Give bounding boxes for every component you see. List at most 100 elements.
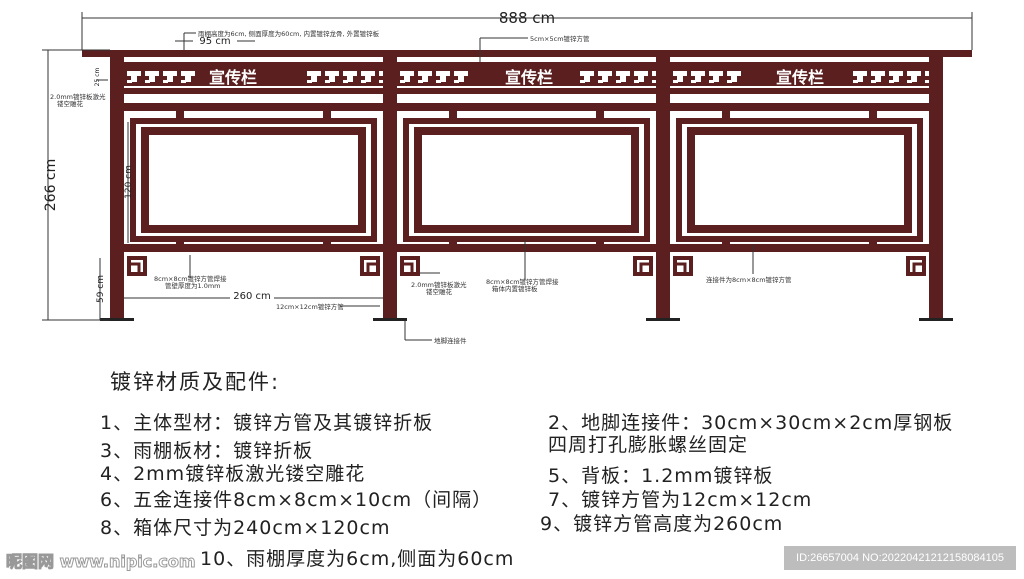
- lattice-opening: [727, 71, 741, 76]
- note-laser-left-2: 镂空雕花: [57, 99, 84, 108]
- bottom-rail: [670, 244, 929, 252]
- lattice-opening: [400, 80, 405, 83]
- lattice-opening: [925, 80, 930, 83]
- lattice-opening: [889, 80, 894, 83]
- top-rail: [670, 62, 929, 68]
- lattice-opening: [145, 71, 159, 76]
- post: [110, 57, 124, 320]
- lattice-opening: [436, 71, 450, 76]
- rail: [124, 88, 383, 94]
- lattice-opening: [580, 71, 594, 76]
- inner-panel: [141, 127, 366, 233]
- outer-frame: [130, 118, 377, 242]
- lattice-opening: [911, 76, 917, 82]
- connector: [176, 239, 184, 248]
- spec-item: 7、镀锌方管为12cm×12cm: [548, 489, 813, 511]
- lattice-opening: [871, 80, 876, 83]
- corner-ornament: [360, 256, 380, 276]
- lattice-opening: [185, 76, 191, 82]
- spec-item: 1、主体型材：镀锌方管及其镀锌折板: [100, 412, 434, 434]
- post: [383, 57, 397, 320]
- note-tube5: 5cm×5cm镀锌方管: [530, 34, 590, 43]
- connector: [722, 111, 730, 121]
- note-laser-left-1: 2.0mm镀锌板激光: [50, 92, 106, 101]
- lattice-opening: [634, 80, 639, 83]
- corner-ornament: [906, 256, 926, 276]
- lattice-opening: [127, 80, 132, 83]
- lattice-opening: [361, 80, 366, 83]
- spec-item: 9、镀锌方管高度为260cm: [540, 513, 784, 535]
- rail: [397, 103, 656, 111]
- note-tube8-2: 管壁厚度为1.0mm: [165, 281, 221, 290]
- post: [929, 57, 943, 320]
- lattice-opening: [871, 71, 885, 76]
- outer-frame: [676, 118, 923, 242]
- spec-item: 2、地脚连接件：30cm×30cm×2cm厚钢板: [548, 412, 954, 434]
- rail: [124, 103, 383, 111]
- lattice-opening: [695, 76, 701, 82]
- lattice-opening: [652, 80, 657, 83]
- connector: [722, 239, 730, 248]
- connector: [596, 239, 604, 248]
- lattice-opening: [379, 80, 384, 83]
- lattice-opening: [163, 71, 177, 76]
- lattice-opening: [365, 76, 371, 82]
- lattice-opening: [857, 76, 863, 82]
- lattice-opening: [875, 76, 881, 82]
- connector: [869, 239, 877, 248]
- lattice-opening: [673, 71, 687, 76]
- foot-plate: [646, 318, 680, 321]
- lattice-opening: [422, 76, 428, 82]
- lattice-opening: [325, 80, 330, 83]
- bottom-rail: [397, 244, 656, 252]
- lattice-opening: [907, 71, 921, 76]
- lattice-opening: [325, 71, 339, 76]
- lattice-opening: [853, 71, 867, 76]
- lattice-opening: [709, 80, 714, 83]
- dim-59-label: 59 cm: [96, 275, 106, 303]
- lattice-opening: [620, 76, 626, 82]
- note-laser-mid-2: 镂空雕花: [426, 287, 453, 296]
- lattice-opening: [893, 76, 899, 82]
- spec-item: 10、雨棚厚度为6cm,侧面为60cm: [200, 548, 515, 570]
- corner-ornament: [127, 256, 147, 276]
- lattice-opening: [181, 71, 195, 76]
- lattice-opening: [145, 80, 150, 83]
- corner-ornament: [400, 256, 420, 276]
- corner-ornament: [673, 262, 687, 276]
- dim-120-label: 120 cm: [124, 165, 134, 199]
- lattice-opening: [454, 71, 468, 76]
- lattice-opening: [181, 80, 186, 83]
- top-rail: [124, 62, 383, 68]
- watermark-id: ID:26657004 NO:20220421212158084105: [784, 546, 1016, 570]
- lattice-opening: [889, 71, 903, 76]
- connector: [323, 111, 331, 121]
- lattice-opening: [347, 76, 353, 82]
- lattice-opening: [598, 71, 612, 76]
- lattice-opening: [638, 76, 644, 82]
- note-tube12: 12cm×12cm镀锌方管: [276, 302, 344, 311]
- corner-ornament: [673, 256, 693, 276]
- lattice-opening: [598, 80, 603, 83]
- corner-ornament: [400, 262, 414, 276]
- lattice-opening: [167, 76, 173, 82]
- inner-panel: [414, 127, 639, 233]
- foot-plate: [373, 318, 407, 321]
- lattice-opening: [602, 76, 608, 82]
- lattice-opening: [691, 71, 705, 76]
- canopy: [82, 50, 972, 57]
- rail: [670, 88, 929, 94]
- note-tube8-1: 8cm×8cm镀锌方管焊接: [154, 274, 227, 283]
- lattice-opening: [709, 71, 723, 76]
- note-foot: 地脚连接件: [434, 336, 467, 345]
- dim-260-label: 260 cm: [233, 291, 271, 302]
- dim-95-label: 95 cm: [199, 36, 230, 47]
- lattice-opening: [853, 80, 858, 83]
- lattice-opening: [149, 76, 155, 82]
- lattice-opening: [418, 80, 423, 83]
- foot-plate: [100, 318, 134, 321]
- spec-item: 6、五金连接件8cm×8cm×10cm（间隔）: [100, 489, 493, 511]
- lattice-opening: [329, 76, 335, 82]
- lattice-opening: [343, 71, 357, 76]
- connector: [323, 239, 331, 248]
